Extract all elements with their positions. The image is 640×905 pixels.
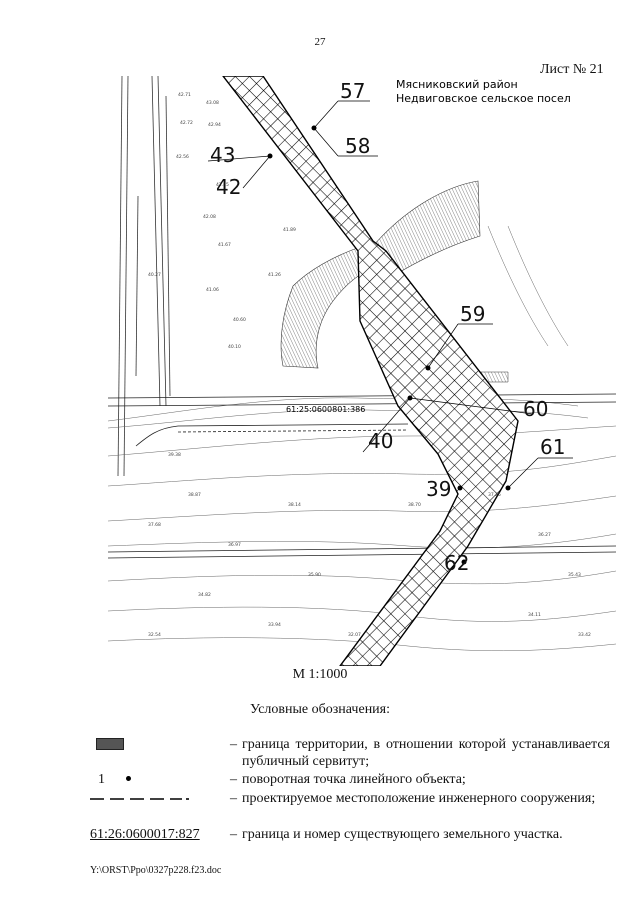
svg-text:38.87: 38.87 bbox=[188, 492, 201, 498]
settlement-label: Недвиговское сельское посел bbox=[396, 92, 571, 105]
road-band bbox=[108, 393, 616, 559]
parcel-id-label: 61:25:0600801:386 bbox=[286, 405, 365, 414]
page-number: 27 bbox=[314, 36, 326, 48]
legend-title: Условные обозначения: bbox=[249, 702, 391, 717]
legend-text: граница и номер существующего земельного… bbox=[242, 827, 563, 842]
sheet-number: Лист № 21 bbox=[540, 62, 604, 77]
legend-symbol-box bbox=[90, 736, 230, 750]
svg-text:43.08: 43.08 bbox=[206, 100, 219, 106]
point-57: 57 bbox=[340, 79, 365, 103]
point-39: 39 bbox=[426, 477, 451, 501]
svg-text:36.27: 36.27 bbox=[538, 532, 551, 538]
slope-hatching-left bbox=[280, 245, 379, 369]
svg-text:40.60: 40.60 bbox=[233, 317, 246, 323]
svg-text:35.43: 35.43 bbox=[568, 572, 581, 578]
svg-text:41.06: 41.06 bbox=[206, 287, 219, 293]
svg-text:39.38: 39.38 bbox=[168, 452, 181, 458]
svg-text:37.25: 37.25 bbox=[488, 492, 501, 498]
svg-text:33.94: 33.94 bbox=[268, 622, 281, 628]
svg-text:32.07: 32.07 bbox=[348, 632, 361, 638]
svg-text:41.26: 41.26 bbox=[268, 272, 281, 278]
legend-text: граница территории, в отношении которой … bbox=[242, 737, 610, 769]
svg-text:41.89: 41.89 bbox=[283, 227, 296, 233]
legend-symbol-dashed-line bbox=[90, 790, 230, 812]
elevation-marks: 42.71 43.08 42.72 42.94 42.56 42.45 42.08 41.… bbox=[148, 92, 591, 638]
contour-lines bbox=[108, 225, 616, 652]
legend-dash: – bbox=[230, 827, 237, 842]
svg-text:41.67: 41.67 bbox=[218, 242, 231, 248]
svg-text:34.11: 34.11 bbox=[528, 612, 541, 618]
legend-text: поворотная точка линейного объекта; bbox=[242, 772, 466, 787]
leader-lines bbox=[207, 100, 573, 489]
svg-text:38.14: 38.14 bbox=[288, 502, 301, 508]
svg-text:42.71: 42.71 bbox=[178, 92, 191, 98]
point-numbers: 57 58 43 42 59 60 40 61 39 62 bbox=[210, 79, 565, 575]
svg-text:35.90: 35.90 bbox=[308, 572, 321, 578]
point-42: 42 bbox=[216, 175, 241, 199]
map-scale: М 1:1000 bbox=[292, 667, 348, 682]
dot-icon bbox=[126, 776, 131, 781]
svg-text:42.08: 42.08 bbox=[203, 214, 216, 220]
legend-item-engineering: – проектируемое местоположение инженерно… bbox=[90, 790, 610, 824]
svg-text:42.45: 42.45 bbox=[216, 182, 229, 188]
svg-text:32.54: 32.54 bbox=[148, 632, 161, 638]
svg-text:34.82: 34.82 bbox=[198, 592, 211, 598]
point-59: 59 bbox=[460, 302, 485, 326]
point-43: 43 bbox=[210, 143, 235, 167]
legend-text: проектируемое местоположение инженерного… bbox=[242, 791, 596, 806]
svg-text:42.56: 42.56 bbox=[176, 154, 189, 160]
legend-item-turning-point: 1 – поворотная точка линейного объекта; bbox=[90, 771, 610, 788]
svg-text:33.42: 33.42 bbox=[578, 632, 591, 638]
point-60: 60 bbox=[523, 397, 548, 421]
district-label: Мясниковский район bbox=[396, 78, 518, 91]
point-61: 61 bbox=[540, 435, 565, 459]
legend-dash: – bbox=[230, 737, 237, 752]
svg-text:37.68: 37.68 bbox=[148, 522, 161, 528]
dashed-line-icon bbox=[90, 798, 189, 800]
svg-text:38.70: 38.70 bbox=[408, 502, 421, 508]
point-62: 62 bbox=[444, 551, 469, 575]
legend-dash: – bbox=[230, 772, 237, 787]
svg-text:42.94: 42.94 bbox=[208, 122, 221, 128]
point-40: 40 bbox=[368, 429, 393, 453]
left-road-lines bbox=[117, 76, 171, 477]
svg-text:42.72: 42.72 bbox=[180, 120, 193, 126]
legend-item-parcel: 61:26:0600017:827 – граница и номер суще… bbox=[90, 826, 610, 843]
legend-point-number: 1 bbox=[98, 772, 105, 787]
slope-hatching-right bbox=[372, 180, 481, 277]
svg-text:40.27: 40.27 bbox=[148, 272, 161, 278]
legend-dash: – bbox=[230, 791, 237, 806]
file-path-footer: Y:\ORST\Ppo\0327p228.f23.doc bbox=[90, 865, 222, 876]
point-58: 58 bbox=[345, 134, 370, 158]
easement-strip bbox=[222, 76, 519, 666]
svg-text:40.10: 40.10 bbox=[228, 344, 241, 350]
survey-map: 42.71 43.08 42.72 42.94 42.56 42.45 42.08 41.… bbox=[108, 76, 616, 666]
legend-item-easement: – граница территории, в отношении которо… bbox=[90, 736, 610, 770]
svg-text:36.97: 36.97 bbox=[228, 542, 241, 548]
legend-parcel-label: 61:26:0600017:827 bbox=[90, 827, 200, 842]
